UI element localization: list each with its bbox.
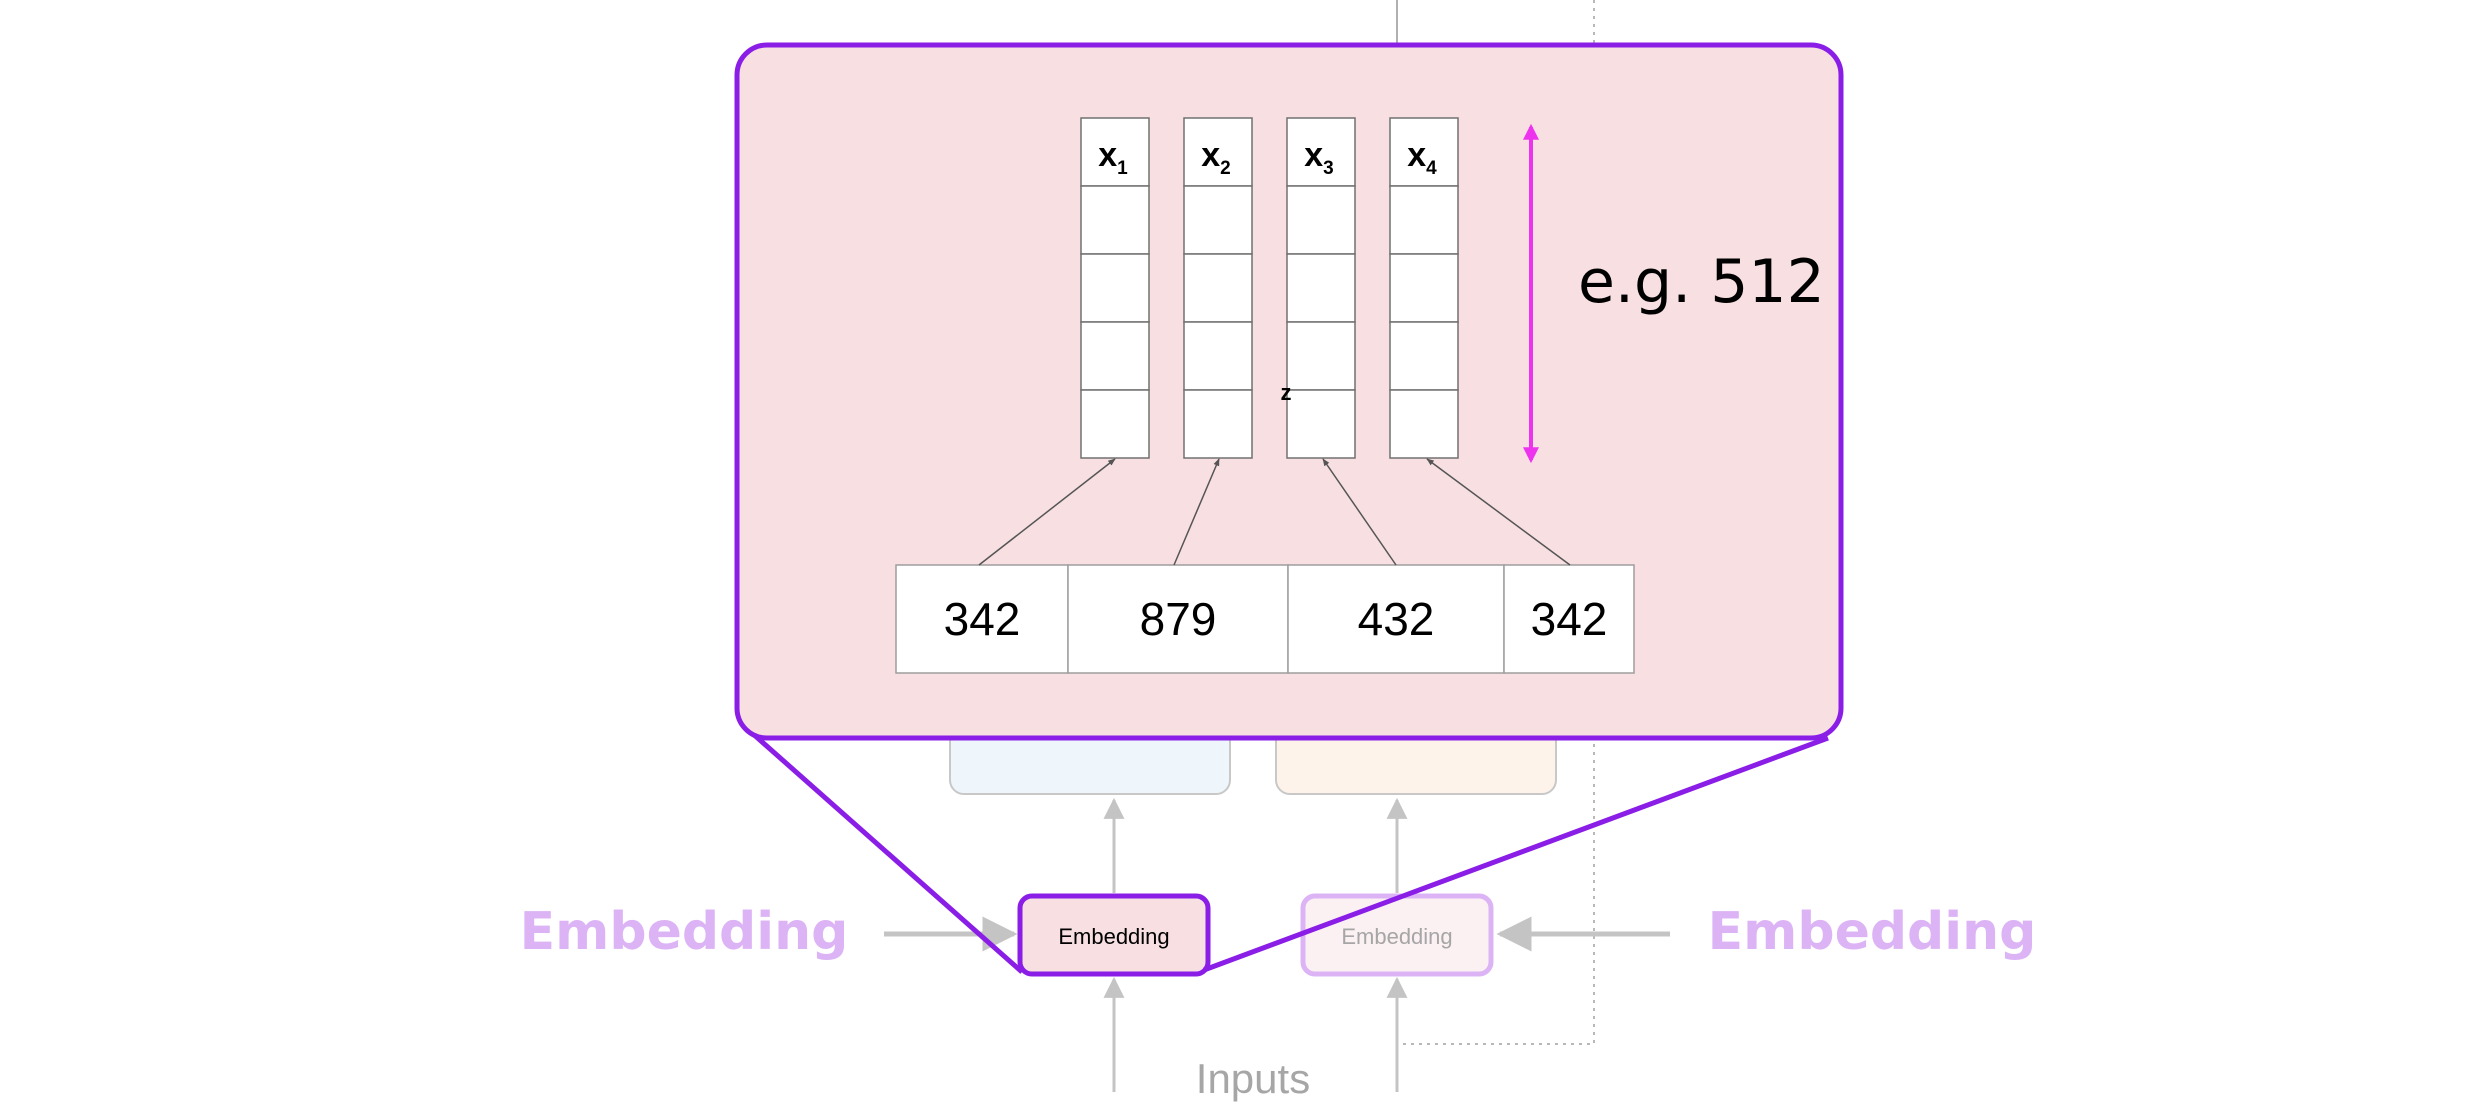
vector-label: x1 [1098,136,1128,179]
vector-cell [1080,389,1150,459]
vector-label-index: 1 [1117,158,1128,179]
embedding-box-faded-label: Embedding [1341,924,1452,949]
vector-cell [1286,389,1356,459]
dimension-label: e.g. 512 [1578,247,1825,317]
zoom-connector-right [1203,735,1829,973]
lookup-arrow [1322,458,1397,566]
embedding-box-highlighted-label: Embedding [1058,924,1169,949]
lookup-arrow [1426,458,1571,566]
token-id-row: 342 879 432 342 [895,564,1635,674]
vector-cell [1389,253,1459,323]
vector-cell [1389,321,1459,391]
vector-cell [1080,321,1150,391]
embedding-vector-1: x1 [1080,117,1150,459]
embedding-vector-3: x3 [1286,117,1356,459]
token-id-cell [1287,564,1505,674]
inputs-label: Inputs [1196,1055,1310,1102]
stray-glyph: z [1281,380,1292,405]
zoom-connector-left [750,731,1024,974]
vector-cell [1183,185,1253,255]
embedding-box-highlighted[interactable] [1017,893,1211,977]
vector-label-symbol: x [1201,136,1220,174]
token-id-value: 432 [1358,593,1435,645]
vector-label: x4 [1407,136,1437,179]
embedding-vector-2: x2 [1183,117,1253,459]
embedding-label-right: Embedding [1708,902,2037,962]
vector-cell [1080,253,1150,323]
vector-cell [1080,117,1150,187]
vector-label-index: 3 [1323,158,1334,179]
vector-cell [1389,117,1459,187]
vector-label-symbol: x [1407,136,1426,174]
token-id-value: 879 [1140,593,1217,645]
vector-cell [1183,253,1253,323]
vector-cell [1389,185,1459,255]
vector-cell [1286,185,1356,255]
vector-cell [1183,117,1253,187]
token-id-value: 342 [1531,593,1608,645]
vector-cell [1286,253,1356,323]
vector-label: x3 [1304,136,1334,179]
vector-label-symbol: x [1304,136,1323,174]
vector-cell [1183,321,1253,391]
token-id-cell [1503,564,1635,674]
vector-label-symbol: x [1098,136,1117,174]
vector-label: x2 [1201,136,1231,179]
lookup-arrow [1173,458,1220,566]
vector-cell [1286,117,1356,187]
vector-cell [1080,185,1150,255]
embedding-vector-4: x4 [1389,117,1459,459]
embedding-label-left: Embedding [520,902,849,962]
vector-cell [1286,321,1356,391]
vector-cell [1389,389,1459,459]
lookup-arrow [978,458,1116,566]
vector-label-index: 2 [1220,158,1231,179]
token-id-value: 342 [944,593,1021,645]
token-id-cell [895,564,1069,674]
token-id-cell [1067,564,1289,674]
vector-label-index: 4 [1426,158,1437,179]
vector-cell [1183,389,1253,459]
